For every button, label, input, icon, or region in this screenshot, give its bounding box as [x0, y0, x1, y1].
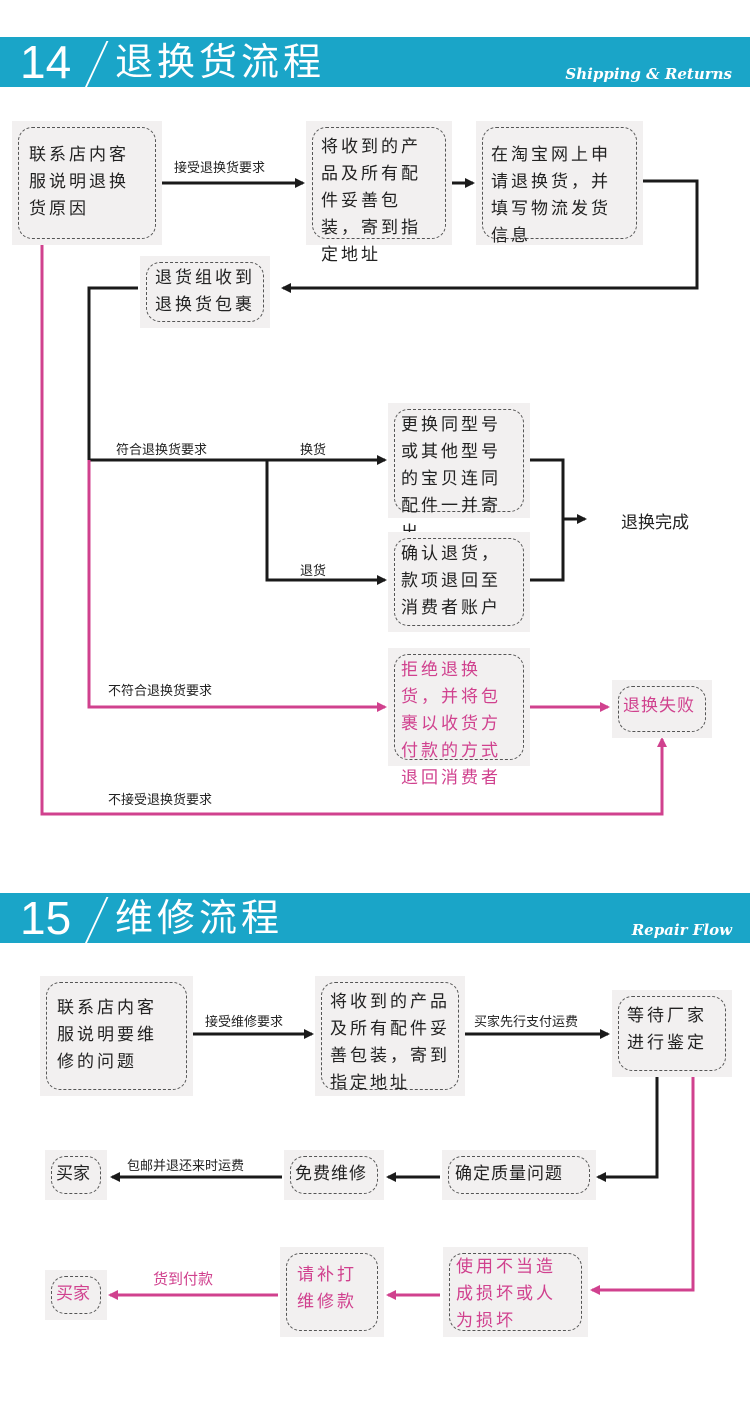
label-not-meets: 不符合退换货要求: [108, 684, 213, 699]
label-not-accept: 不接受退换货要求: [108, 793, 213, 808]
box-await-inspection: 等待厂家进行鉴定: [612, 990, 732, 1077]
section15-subtitle: Repair Flow: [631, 921, 732, 939]
label-prepay-shipping: 买家先行支付运费: [474, 1015, 579, 1030]
section15-header: 15 维修流程 Repair Flow: [0, 892, 750, 944]
box-fail: 退换失败: [612, 680, 712, 738]
section14-header: 14 退换货流程 Shipping & Returns: [0, 36, 750, 88]
label-return: 退货: [300, 564, 327, 579]
section14-subtitle: Shipping & Returns: [565, 65, 732, 83]
label-free-shipping: 包邮并退还来时运费: [127, 1159, 245, 1174]
section15-title: 维修流程: [115, 896, 284, 940]
box-apply-online: 在淘宝网上申请退换货，并填写物流发货信息: [476, 121, 643, 246]
label-cod: 货到付款: [153, 1270, 214, 1288]
box-buyer-2: 买家: [45, 1270, 107, 1320]
box-buyer-1: 买家: [45, 1150, 107, 1200]
header-slash: [85, 897, 109, 943]
box-repair-pack: 将收到的产品及所有配件妥善包装，寄到指定地址: [315, 976, 465, 1096]
box-improper-use: 使用不当造成损坏或人为损坏: [443, 1247, 588, 1337]
section15-number: 15: [20, 892, 72, 944]
label-exchange: 换货: [300, 443, 327, 458]
box-reject: 拒绝退换货，并将包裹以收货方付款的方式退回消费者: [388, 648, 530, 788]
box-repair-contact: 联系店内客服说明要维修的问题: [40, 976, 193, 1096]
box-contact-service: 联系店内客服说明退换货原因: [12, 121, 162, 245]
box-free-repair: 免费维修: [284, 1150, 384, 1200]
box-package-received: 退货组收到退换货包裹: [140, 256, 270, 328]
label-complete: 退换完成: [621, 513, 689, 533]
label-accept-repair: 接受维修要求: [205, 1015, 284, 1030]
box-pay-repair: 请补打维修款: [280, 1247, 384, 1337]
label-accept-return: 接受退换货要求: [174, 161, 266, 176]
box-exchange: 更换同型号或其他型号的宝贝连同配件一并寄出: [388, 403, 530, 543]
box-refund: 确认退货，款项退回至消费者账户: [388, 532, 530, 632]
box-pack-and-ship: 将收到的产品及所有配件妥善包装，寄到指定地址: [306, 121, 452, 265]
section14-number: 14: [20, 36, 72, 88]
box-quality-issue: 确定质量问题: [442, 1150, 596, 1200]
label-meets-requirements: 符合退换货要求: [116, 443, 208, 458]
section14-title: 退换货流程: [115, 40, 326, 84]
